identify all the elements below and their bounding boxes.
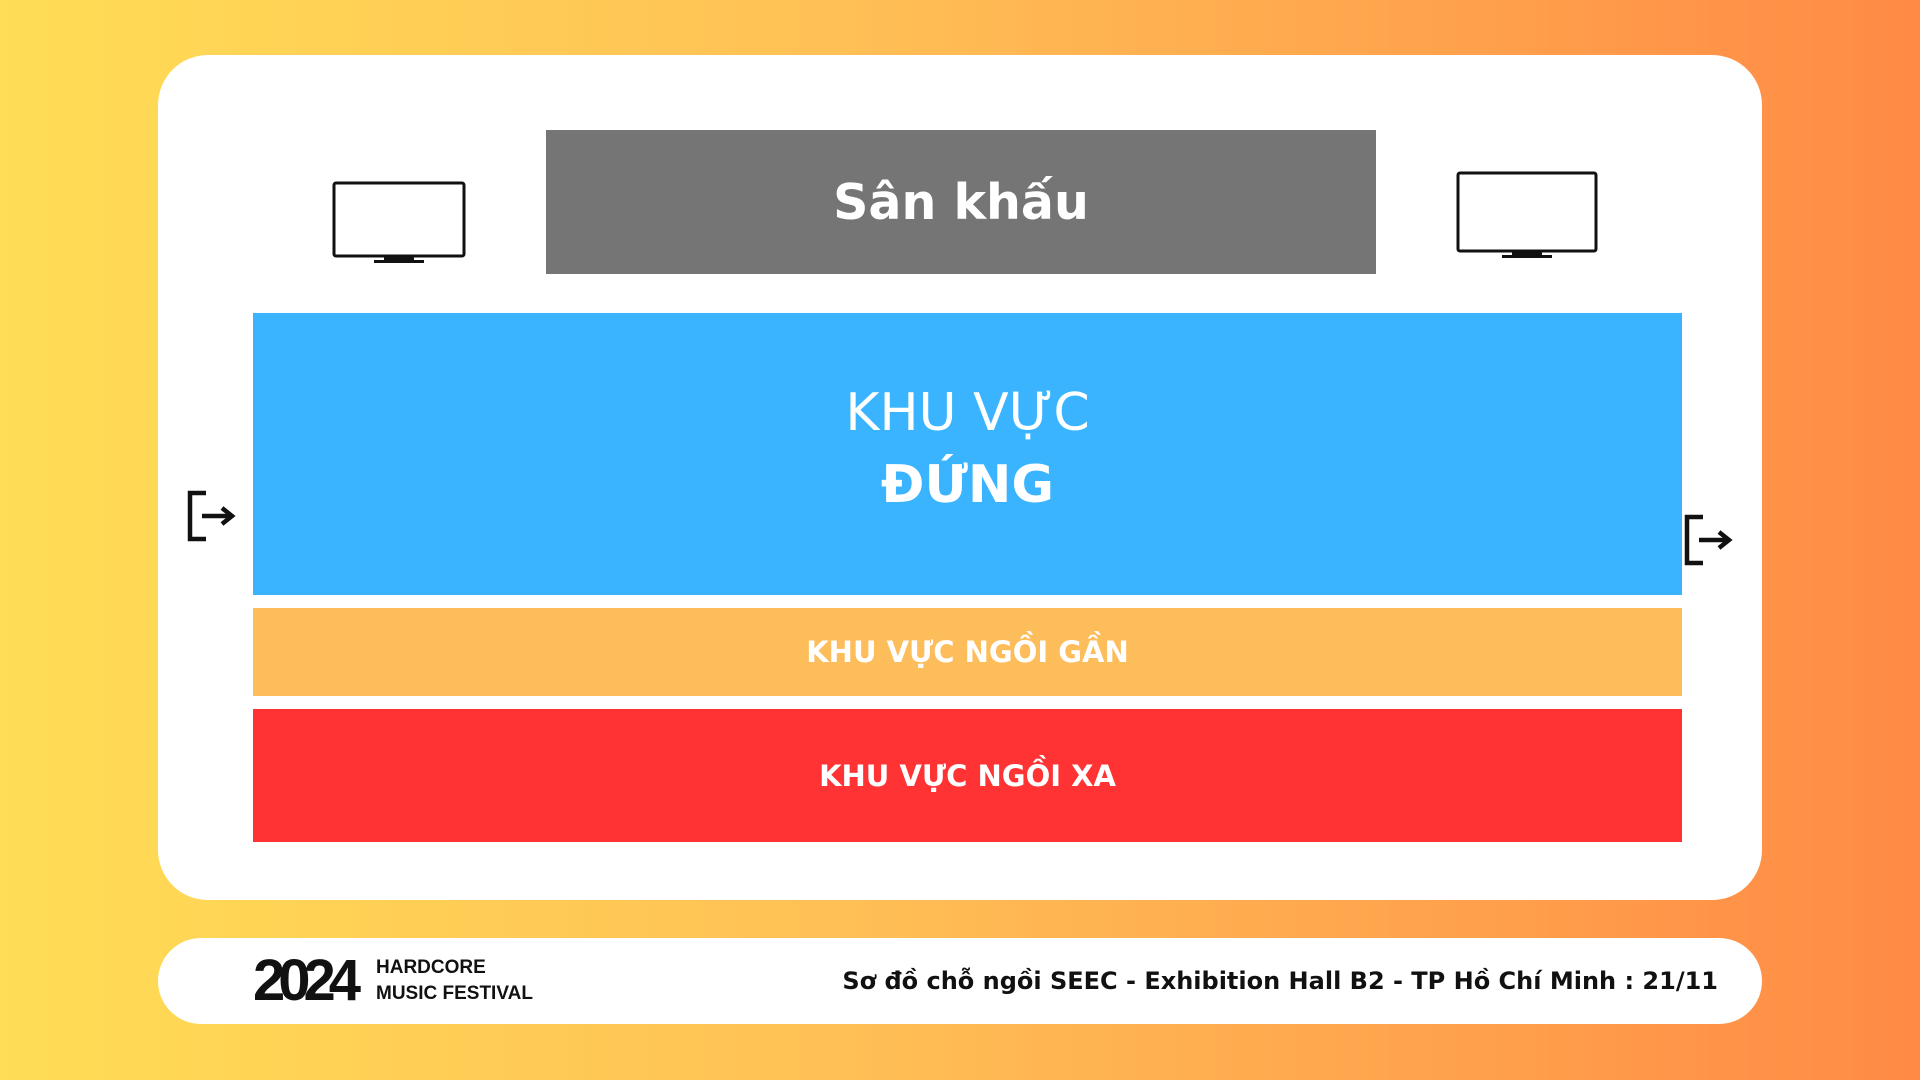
exit-right-icon	[1683, 514, 1735, 566]
logo-text: HARDCORE MUSIC FESTIVAL	[376, 955, 533, 1007]
stage-label: Sân khấu	[833, 173, 1089, 231]
zone-near-label: KHU VỰC NGỒI GẦN	[806, 635, 1129, 669]
exit-left-icon	[186, 490, 238, 542]
zone-standing-line2: ĐỨNG	[880, 455, 1055, 515]
logo-line2: MUSIC FESTIVAL	[376, 983, 533, 1004]
zone-near-seating[interactable]: KHU VỰC NGỒI GẦN	[253, 608, 1682, 696]
footer-bar: 2024 HARDCORE MUSIC FESTIVAL Sơ đồ chỗ n…	[158, 938, 1762, 1024]
zone-standing-line1: KHU VỰC	[845, 383, 1090, 443]
zone-far-label: KHU VỰC NGỒI XA	[819, 758, 1116, 793]
footer-caption: Sơ đồ chỗ ngồi SEEC - Exhibition Hall B2…	[842, 967, 1718, 995]
zone-far-seating[interactable]: KHU VỰC NGỒI XA	[253, 709, 1682, 842]
screen-left-monitor-icon	[332, 181, 466, 265]
logo-line1: HARDCORE	[376, 957, 486, 978]
logo-year: 2024	[253, 948, 361, 1013]
stage: Sân khấu	[546, 130, 1376, 274]
screen-right-monitor-icon	[1456, 171, 1598, 259]
zone-standing[interactable]: KHU VỰC ĐỨNG	[253, 313, 1682, 595]
